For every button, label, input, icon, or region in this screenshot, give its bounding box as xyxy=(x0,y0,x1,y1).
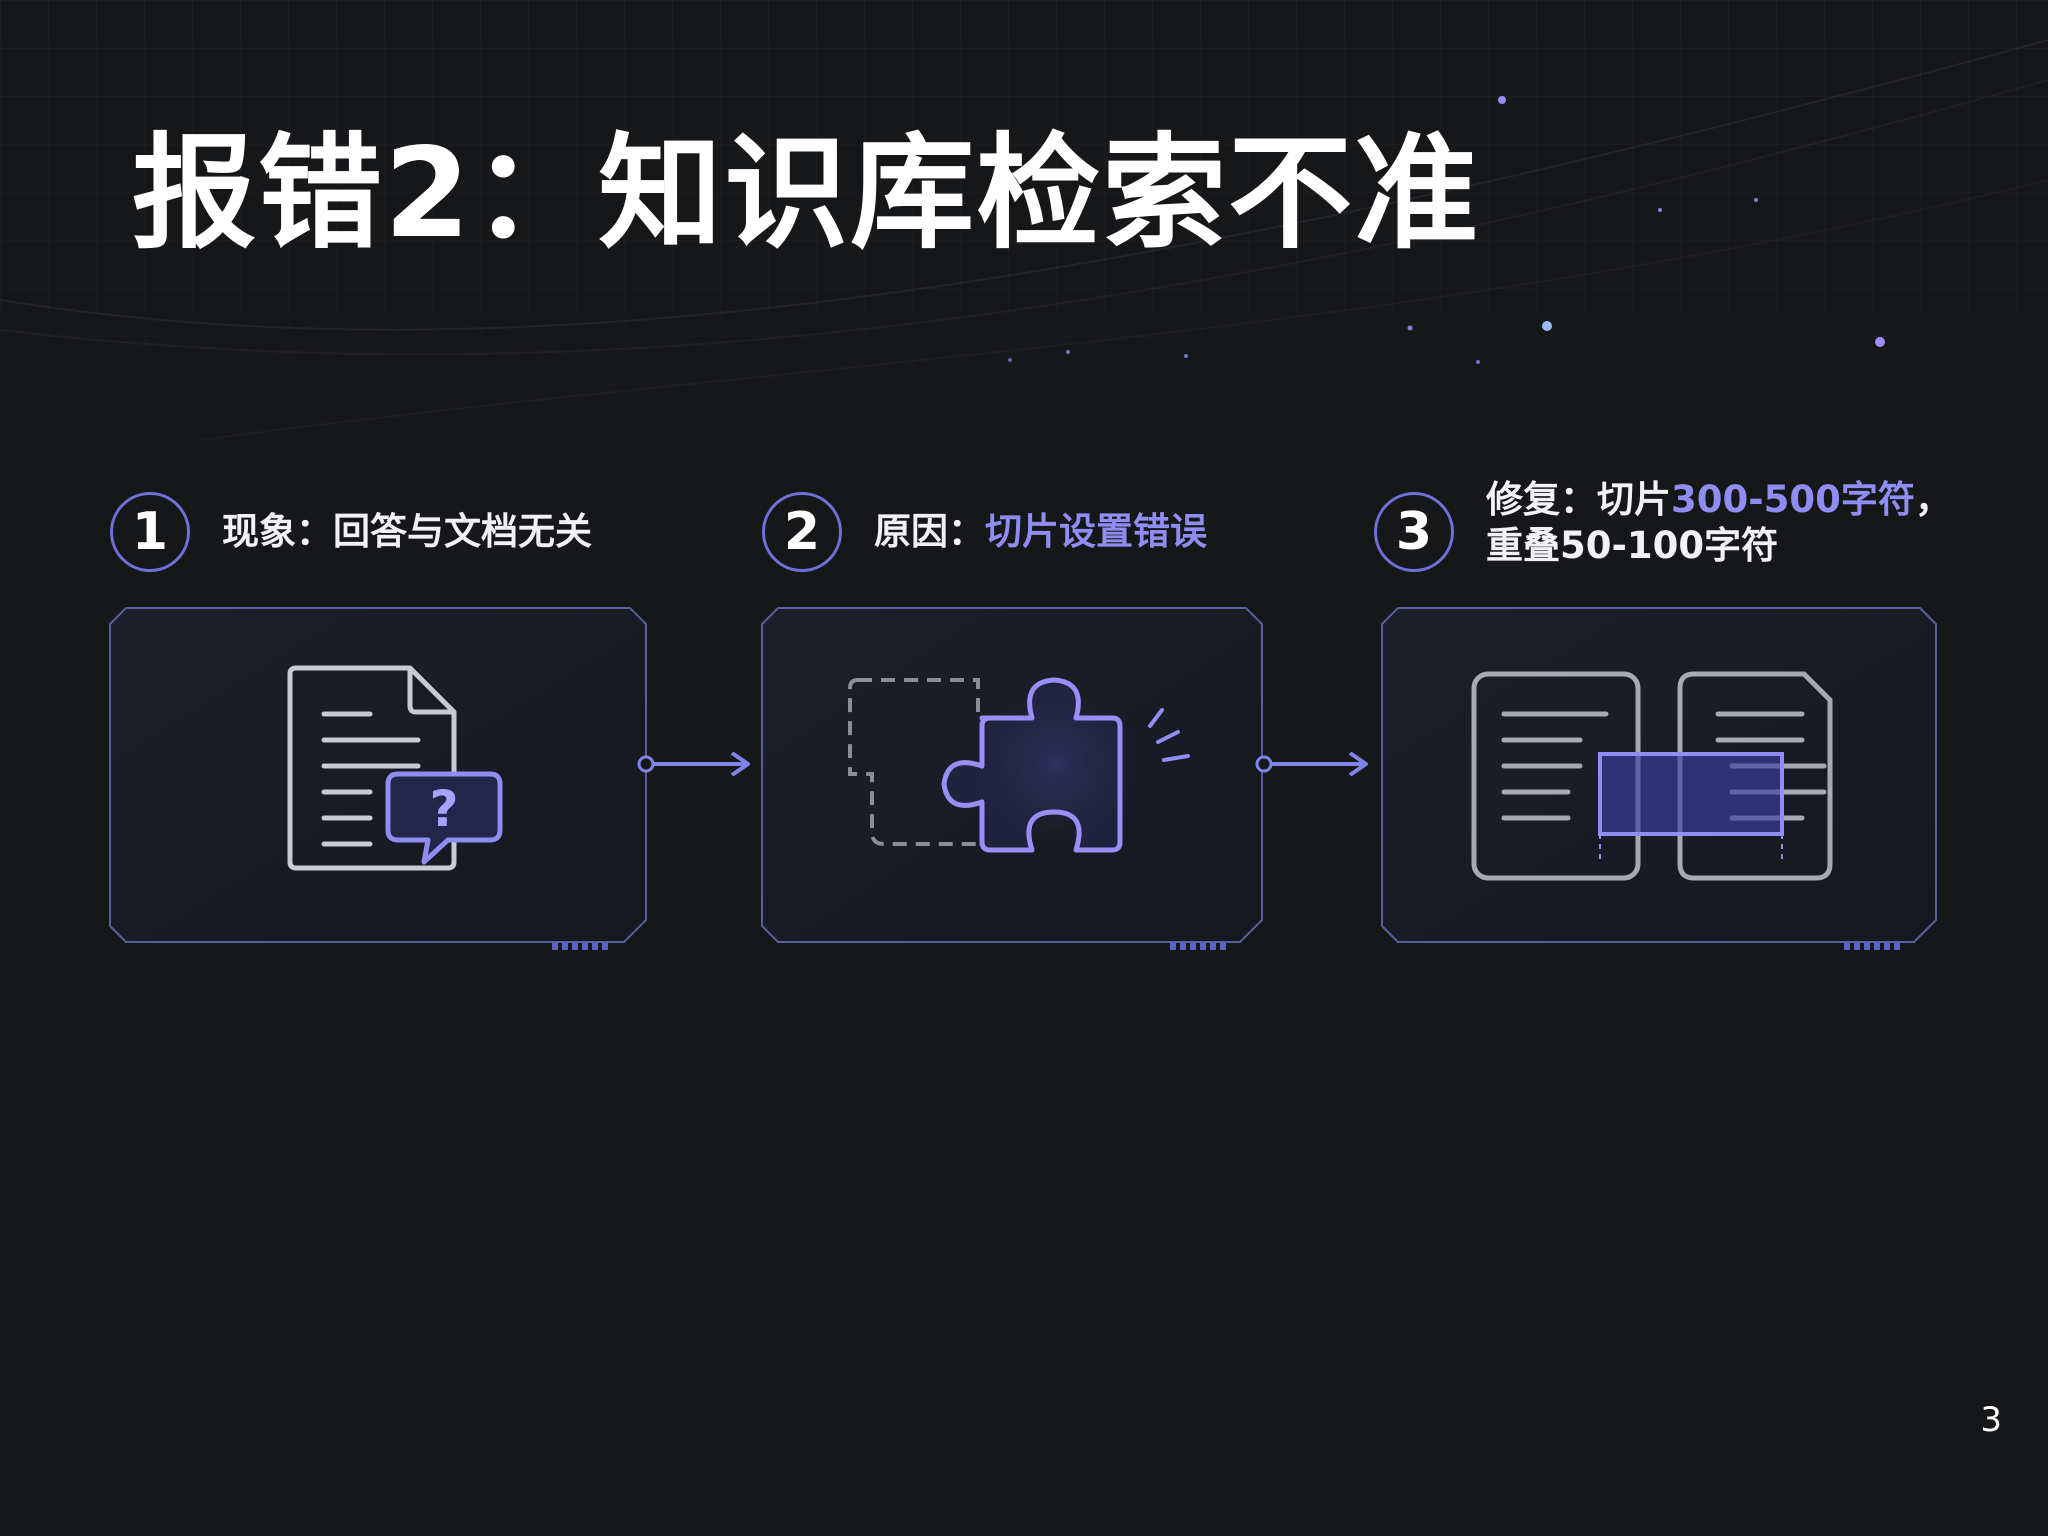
step-2-card xyxy=(760,606,1264,950)
step-2-highlight: 切片设置错误 xyxy=(985,509,1207,553)
step-1-label: 现象： xyxy=(222,509,333,553)
step-3-text: 修复：切片300-500字符， 重叠50-100字符 xyxy=(1486,477,1952,570)
step-3-highlight: 300-500字符 xyxy=(1671,477,1915,521)
step-2-text: 原因：切片设置错误 xyxy=(874,509,1207,555)
step-3-card xyxy=(1380,606,1938,950)
step-3-comma: ， xyxy=(1914,477,1952,521)
step-3-header: 3 修复：切片300-500字符， 重叠50-100字符 xyxy=(1374,478,1952,572)
step-3-number: 3 xyxy=(1374,492,1454,572)
step-2-header: 2 原因：切片设置错误 xyxy=(762,492,1207,572)
arrow-2-to-3 xyxy=(1255,752,1368,776)
step-1-card: ? xyxy=(108,606,648,950)
step-1-header: 1 现象：回答与文档无关 xyxy=(110,492,592,572)
step-2-number: 2 xyxy=(762,492,842,572)
document-question-icon: ? xyxy=(287,665,503,871)
step-1-number: 1 xyxy=(110,492,190,572)
svg-text:?: ? xyxy=(429,780,458,838)
step-3-label: 修复：切片 xyxy=(1486,477,1671,521)
slide-title: 报错2：知识库检索不准 xyxy=(132,122,1481,266)
step-1-text: 现象：回答与文档无关 xyxy=(222,509,592,555)
overlapping-chunks-icon xyxy=(1471,671,1833,881)
step-3-line-2: 重叠50-100字符 xyxy=(1486,524,1779,567)
background-grid xyxy=(0,0,2048,620)
arrow-1-to-2 xyxy=(637,752,750,776)
puzzle-piece-icon xyxy=(848,674,1190,854)
page-number: 3 xyxy=(1980,1400,2002,1440)
step-1-description: 回答与文档无关 xyxy=(333,509,592,553)
step-3-line-1: 修复：切片300-500字符， xyxy=(1486,477,1952,523)
step-2-label: 原因： xyxy=(874,509,985,553)
background-decoration xyxy=(0,39,2048,441)
